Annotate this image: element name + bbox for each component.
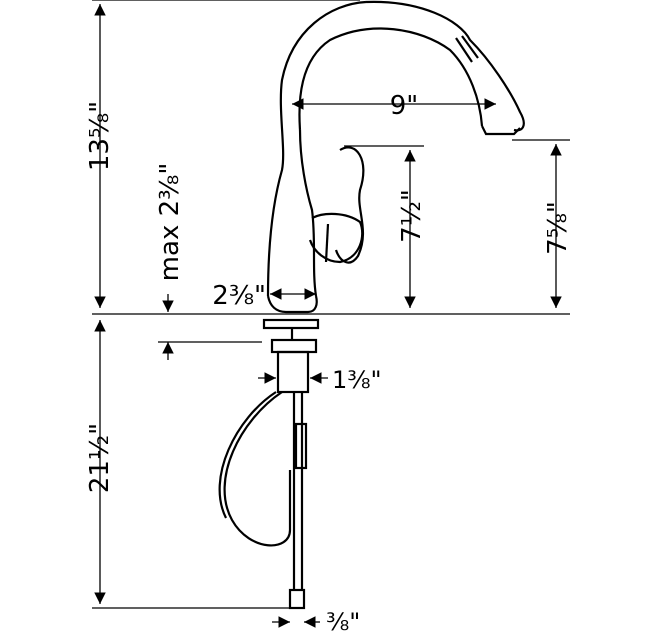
- spout-inner: [298, 27, 484, 131]
- base: [266, 295, 318, 314]
- shank: [276, 350, 310, 394]
- label-hose-length: 21½": [85, 423, 115, 493]
- label-spout-reach: 9": [390, 91, 419, 121]
- faucet-body: [92, 0, 570, 610]
- label-shank-diameter: 1⅜": [332, 366, 382, 394]
- handle-lever: [334, 146, 365, 264]
- supply-nut: [288, 588, 306, 610]
- body-right-outline: [298, 129, 318, 297]
- shank-collar: [262, 318, 320, 330]
- label-supply-connection: ⅜": [326, 608, 360, 636]
- pullout-hose: [223, 391, 292, 547]
- label-base-handle: 7½": [397, 189, 427, 243]
- label-handle-clearance: max 2⅜": [155, 163, 185, 282]
- spout-outer: [365, 0, 525, 132]
- supply-tube: [292, 392, 304, 590]
- label-base-diameter: 2⅜": [212, 281, 266, 311]
- body-left-outline: [266, 0, 367, 297]
- label-aerator-height: 7⅝": [543, 201, 573, 255]
- label-total-height: 13⅝": [85, 101, 115, 171]
- spout-head: [481, 125, 521, 136]
